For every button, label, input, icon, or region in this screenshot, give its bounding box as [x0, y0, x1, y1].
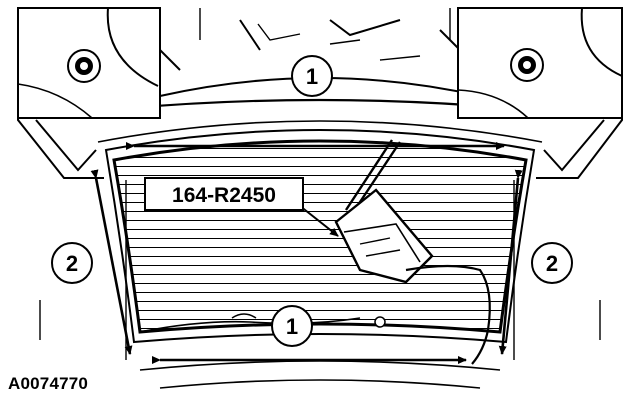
- fastener-icon: [67, 49, 101, 83]
- callout-1-bottom: 1: [271, 305, 313, 347]
- callout-2-left: 2: [51, 242, 93, 284]
- rear-glass: [97, 120, 543, 344]
- arrow-right: [498, 169, 523, 355]
- callout-1-bottom-label: 1: [286, 314, 298, 339]
- tool-label: 164-R2450: [172, 184, 276, 207]
- fastener-icon: [510, 48, 544, 82]
- callout-1-top-label: 1: [306, 64, 318, 89]
- tool-label-box: 164-R2450: [144, 177, 304, 211]
- detail-inset-left: [17, 7, 161, 119]
- callout-2-right-label: 2: [546, 251, 558, 276]
- arrow-left: [90, 169, 133, 355]
- arrows: [90, 142, 523, 364]
- figure-id: A0074770: [8, 374, 89, 393]
- cutting-tool: [139, 139, 491, 365]
- callout-1-top: 1: [291, 55, 333, 97]
- callout-2-left-label: 2: [66, 251, 78, 276]
- detail-inset-right: [457, 7, 623, 119]
- callout-2-right: 2: [531, 242, 573, 284]
